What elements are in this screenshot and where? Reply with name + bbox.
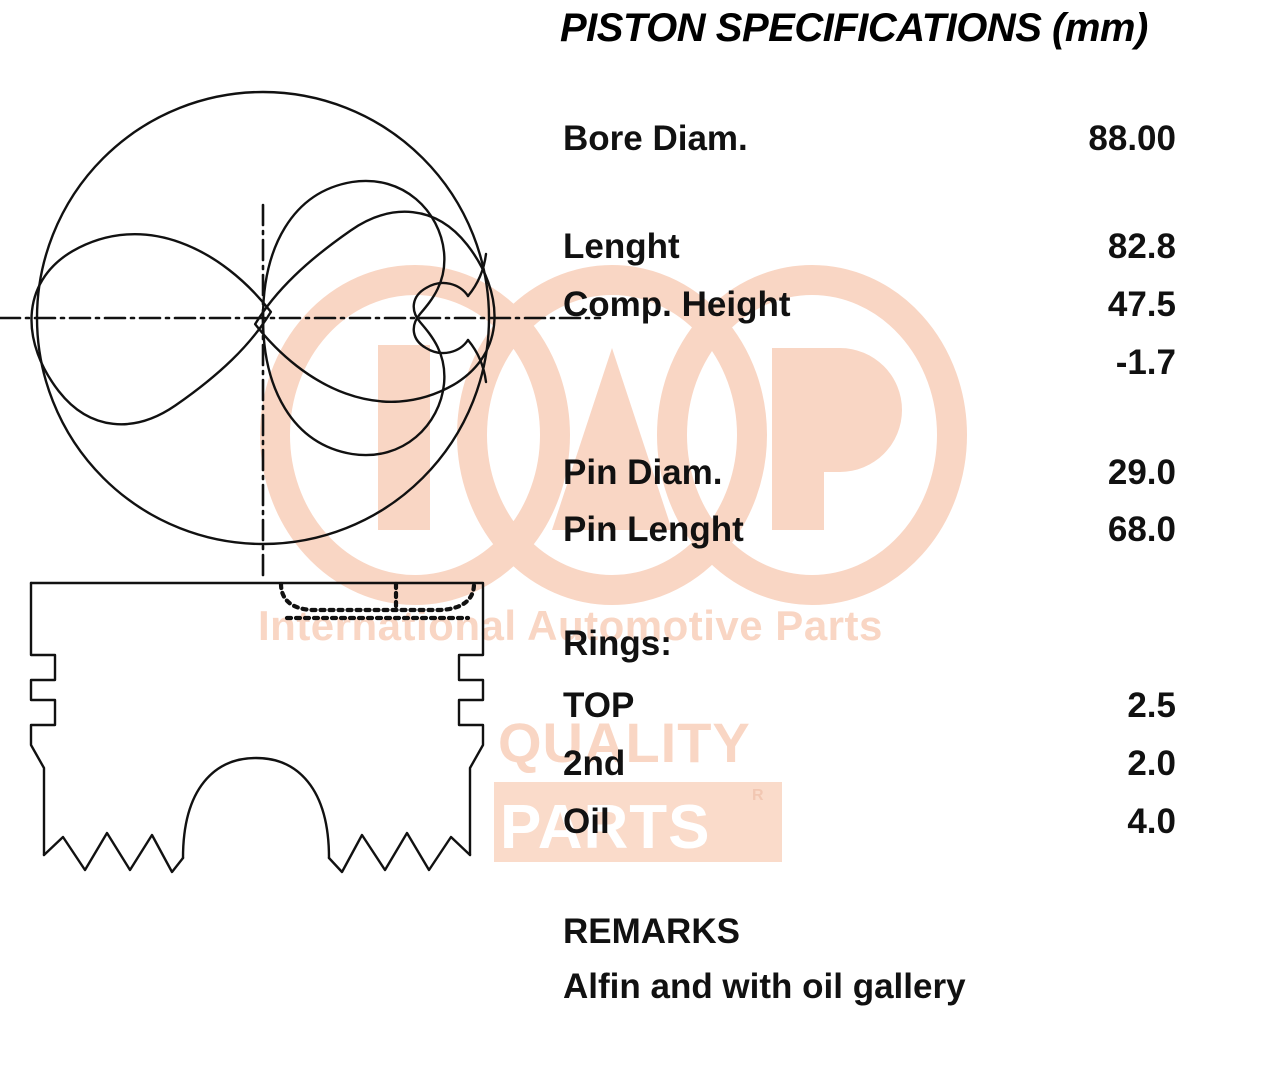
spec-row-ring-top: TOP 2.5 bbox=[556, 686, 1176, 730]
spec-row-pin-offset: -1.7 bbox=[556, 343, 1176, 387]
spec-row-pin-diam: Pin Diam. 29.0 bbox=[556, 453, 1176, 497]
spec-row-ring-oil: Oil 4.0 bbox=[556, 802, 1176, 846]
spec-label-ring-2nd: 2nd bbox=[563, 744, 626, 783]
remarks-heading: REMARKS bbox=[563, 912, 740, 951]
rings-heading: Rings: bbox=[563, 624, 672, 663]
piston-side-section-view bbox=[29, 581, 485, 874]
break-line-right bbox=[327, 831, 472, 874]
pin-bore-arch bbox=[181, 756, 331, 860]
specification-panel: PISTON SPECIFICATIONS (mm) Bore Diam. 88… bbox=[556, 0, 1266, 1080]
combustion-bowl-lower bbox=[261, 281, 470, 457]
spec-value-pin-offset: -1.7 bbox=[1115, 343, 1176, 382]
spec-row-ring-2nd: 2nd 2.0 bbox=[556, 744, 1176, 788]
spec-value-comp-height: 47.5 bbox=[1107, 285, 1176, 324]
spec-row-rings-heading: Rings: bbox=[556, 624, 1176, 668]
spec-value-ring-oil: 4.0 bbox=[1127, 802, 1176, 841]
spec-value-pin-lenght: 68.0 bbox=[1107, 510, 1176, 549]
center-lines bbox=[0, 203, 602, 580]
valve-pocket-hidden-lines bbox=[278, 581, 477, 621]
valve-pocket-upper-left bbox=[30, 233, 273, 426]
spec-row-pin-lenght: Pin Lenght 68.0 bbox=[556, 510, 1176, 554]
spec-value-pin-diam: 29.0 bbox=[1107, 453, 1176, 492]
break-line-left bbox=[42, 831, 185, 874]
spec-label-comp-height: Comp. Height bbox=[563, 285, 791, 324]
remarks-text: Alfin and with oil gallery bbox=[563, 967, 966, 1006]
spec-value-ring-2nd: 2.0 bbox=[1127, 744, 1176, 783]
bowl-edge-lower-tail bbox=[466, 338, 488, 384]
spec-label-pin-diam: Pin Diam. bbox=[563, 453, 723, 492]
spec-label-ring-oil: Oil bbox=[563, 802, 610, 841]
page-title: PISTON SPECIFICATIONS (mm) bbox=[560, 6, 1148, 50]
piston-right-profile bbox=[29, 581, 485, 857]
combustion-bowl-upper bbox=[261, 179, 470, 355]
spec-label-lenght: Lenght bbox=[563, 227, 680, 266]
spec-value-ring-top: 2.5 bbox=[1127, 686, 1176, 725]
spec-label-bore-diam: Bore Diam. bbox=[563, 119, 748, 158]
spec-row-lenght: Lenght 82.8 bbox=[556, 227, 1176, 271]
spec-value-bore-diam: 88.00 bbox=[1088, 119, 1176, 158]
spec-value-lenght: 82.8 bbox=[1107, 227, 1176, 266]
spec-label-pin-lenght: Pin Lenght bbox=[563, 510, 744, 549]
spec-row-bore-diam: Bore Diam. 88.00 bbox=[556, 119, 1176, 163]
spec-label-ring-top: TOP bbox=[563, 686, 635, 725]
spec-row-comp-height: Comp. Height 47.5 bbox=[556, 285, 1176, 329]
piston-left-profile bbox=[29, 581, 57, 857]
